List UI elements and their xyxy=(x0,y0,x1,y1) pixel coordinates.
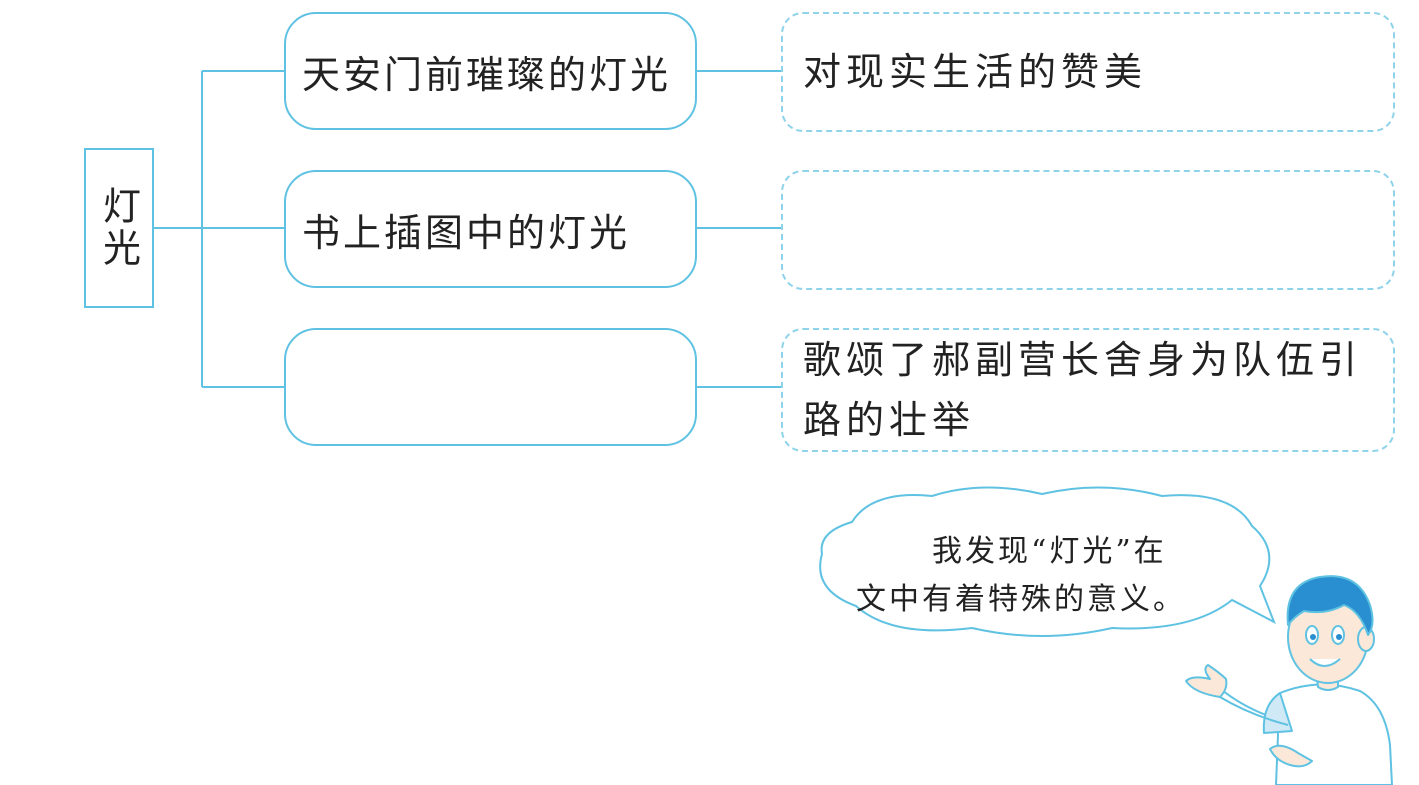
branch-node-1-label: 天安门前璀璨的灯光 xyxy=(302,52,672,97)
speech-bubble xyxy=(819,486,1276,637)
speech-bubble-text: 我发现“灯光”在 文中有着特殊的意义。 xyxy=(856,528,1236,624)
branch-node-3[interactable] xyxy=(284,328,697,446)
answer-box-1: 对现实生活的赞美 xyxy=(781,12,1395,132)
branch-node-1: 天安门前璀璨的灯光 xyxy=(284,12,697,130)
answer-box-2[interactable] xyxy=(781,170,1395,290)
answer-box-1-text: 对现实生活的赞美 xyxy=(803,50,1148,94)
speech-bubble-line-1: 我发现“灯光”在 xyxy=(932,534,1167,569)
answer-box-3: 歌颂了郝副营长舍身为队伍引路的壮举 xyxy=(781,328,1395,452)
root-node: 灯光 xyxy=(84,148,154,308)
branch-node-2: 书上插图中的灯光 xyxy=(284,170,697,288)
answer-box-3-text: 歌颂了郝副营长舍身为队伍引路的壮举 xyxy=(803,338,1363,442)
speech-bubble-line-2: 文中有着特殊的意义。 xyxy=(856,582,1186,617)
boy-illustration xyxy=(1185,575,1393,785)
branch-node-2-label: 书上插图中的灯光 xyxy=(302,210,631,255)
root-label: 灯光 xyxy=(96,186,141,270)
